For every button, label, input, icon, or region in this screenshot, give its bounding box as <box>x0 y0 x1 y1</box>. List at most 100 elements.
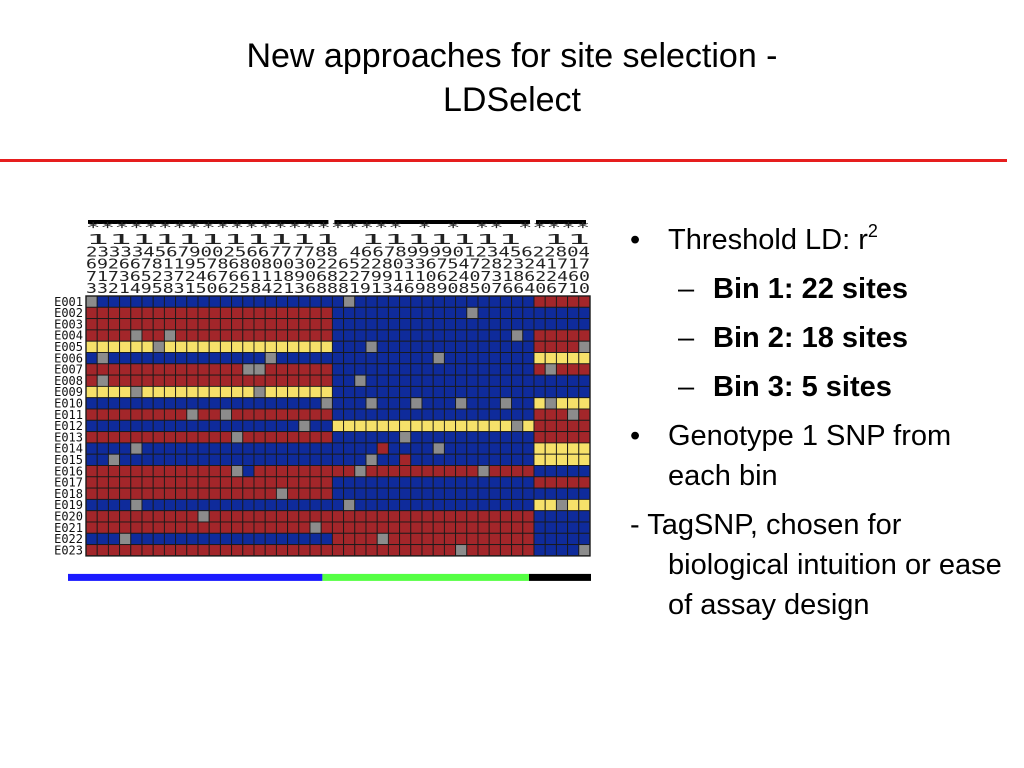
genotype-cell <box>443 476 457 489</box>
genotype-cell <box>455 306 468 320</box>
genotype-cell <box>399 408 412 421</box>
genotype-cell <box>119 340 132 353</box>
genotype-cell <box>365 340 378 353</box>
genotype-cell <box>578 510 591 523</box>
genotype-matrix-figure: ********************** * * ** ***** 1111… <box>54 220 591 581</box>
genotype-cell <box>399 453 412 466</box>
genotype-cell <box>219 374 233 387</box>
genotype-cell <box>130 431 143 444</box>
genotype-cell <box>343 408 356 421</box>
genotype-cell <box>522 363 535 376</box>
genotype-cell <box>163 295 177 308</box>
genotype-cell <box>309 385 322 399</box>
genotype-cell <box>275 431 289 444</box>
genotype-cell <box>443 453 457 466</box>
genotype-cell <box>130 363 143 376</box>
tagsnp-note: - TagSNP, chosen for biological intuitio… <box>630 509 1002 621</box>
genotype-cell <box>163 453 177 466</box>
genotype-cell <box>488 544 501 557</box>
genotype-cell <box>455 476 468 489</box>
title-divider <box>0 159 1007 162</box>
genotype-cell <box>163 318 177 331</box>
genotype-cell <box>253 419 266 433</box>
genotype-cell <box>376 340 389 353</box>
genotype-cell <box>555 408 569 421</box>
genotype-cell <box>242 318 255 331</box>
genotype-cell <box>421 510 434 523</box>
genotype-cell <box>197 431 210 444</box>
genotype-cell <box>287 340 300 353</box>
genotype-cell <box>231 295 244 308</box>
genotype-cell <box>511 397 524 410</box>
genotype-cell <box>421 532 434 546</box>
genotype-cell <box>85 476 98 489</box>
genotype-cell <box>544 295 557 308</box>
position-digit-row: 3321495831506258421368881913469890850766… <box>86 282 590 297</box>
genotype-cell <box>376 329 389 342</box>
genotype-cell <box>343 329 356 342</box>
genotype-cell <box>130 306 143 320</box>
genotype-cell <box>186 318 199 331</box>
genotype-cell <box>298 453 311 466</box>
genotype-cell <box>186 442 199 455</box>
genotype-cell <box>343 295 356 308</box>
genotype-cell <box>298 465 311 478</box>
genotype-cell <box>175 295 188 308</box>
genotype-cell <box>107 419 121 433</box>
genotype-cell <box>387 465 401 478</box>
genotype-cell <box>365 487 378 500</box>
genotype-cell <box>96 318 109 331</box>
genotype-cell <box>331 544 345 557</box>
genotype-cell <box>511 385 524 399</box>
genotype-cell <box>186 397 199 410</box>
genotype-cell <box>107 521 121 534</box>
genotype-cell <box>141 431 154 444</box>
genotype-cell <box>152 476 165 489</box>
genotype-cell <box>544 419 557 433</box>
bullet-mark: • <box>630 224 641 256</box>
genotype-cell <box>141 385 154 399</box>
genotype-cell <box>365 419 378 433</box>
genotype-cell <box>354 532 367 546</box>
genotype-cell <box>455 397 468 410</box>
genotype-cell <box>186 453 199 466</box>
genotype-cell <box>287 544 300 557</box>
genotype-cell <box>85 510 98 523</box>
genotype-cell <box>219 532 233 546</box>
genotype-cell <box>152 532 165 546</box>
genotype-cell <box>253 385 266 399</box>
genotype-cell <box>376 453 389 466</box>
genotype-cell <box>477 465 490 478</box>
genotype-cell <box>287 476 300 489</box>
genotype-cell <box>242 544 255 557</box>
genotype-cell <box>219 318 233 331</box>
genotype-cell <box>107 408 121 421</box>
genotype-cell <box>85 521 98 534</box>
genotype-cell <box>96 532 109 546</box>
genotype-cell <box>365 385 378 399</box>
genotype-cell <box>96 521 109 534</box>
genotype-cell <box>555 385 569 399</box>
genotype-cell <box>264 431 277 444</box>
genotype-cell <box>85 465 98 478</box>
genotype-cell <box>455 295 468 308</box>
genotype-cell <box>96 408 109 421</box>
genotype-cell <box>466 453 479 466</box>
genotype-cell <box>578 487 591 500</box>
genotype-cell <box>578 306 591 320</box>
genotype-cell <box>119 363 132 376</box>
genotype-cell <box>320 419 333 433</box>
genotype-cell <box>432 487 445 500</box>
genotype-cell <box>365 295 378 308</box>
genotype-cell <box>410 419 423 433</box>
genotype-cell <box>432 442 445 455</box>
genotype-cell <box>197 510 210 523</box>
genotype-cell <box>578 295 591 308</box>
genotype-cell <box>376 510 389 523</box>
genotype-cell <box>455 544 468 557</box>
genotype-cell <box>242 363 255 376</box>
genotype-cell <box>264 544 277 557</box>
genotype-cell <box>488 397 501 410</box>
genotype-cell <box>163 442 177 455</box>
genotype-cell <box>511 431 524 444</box>
